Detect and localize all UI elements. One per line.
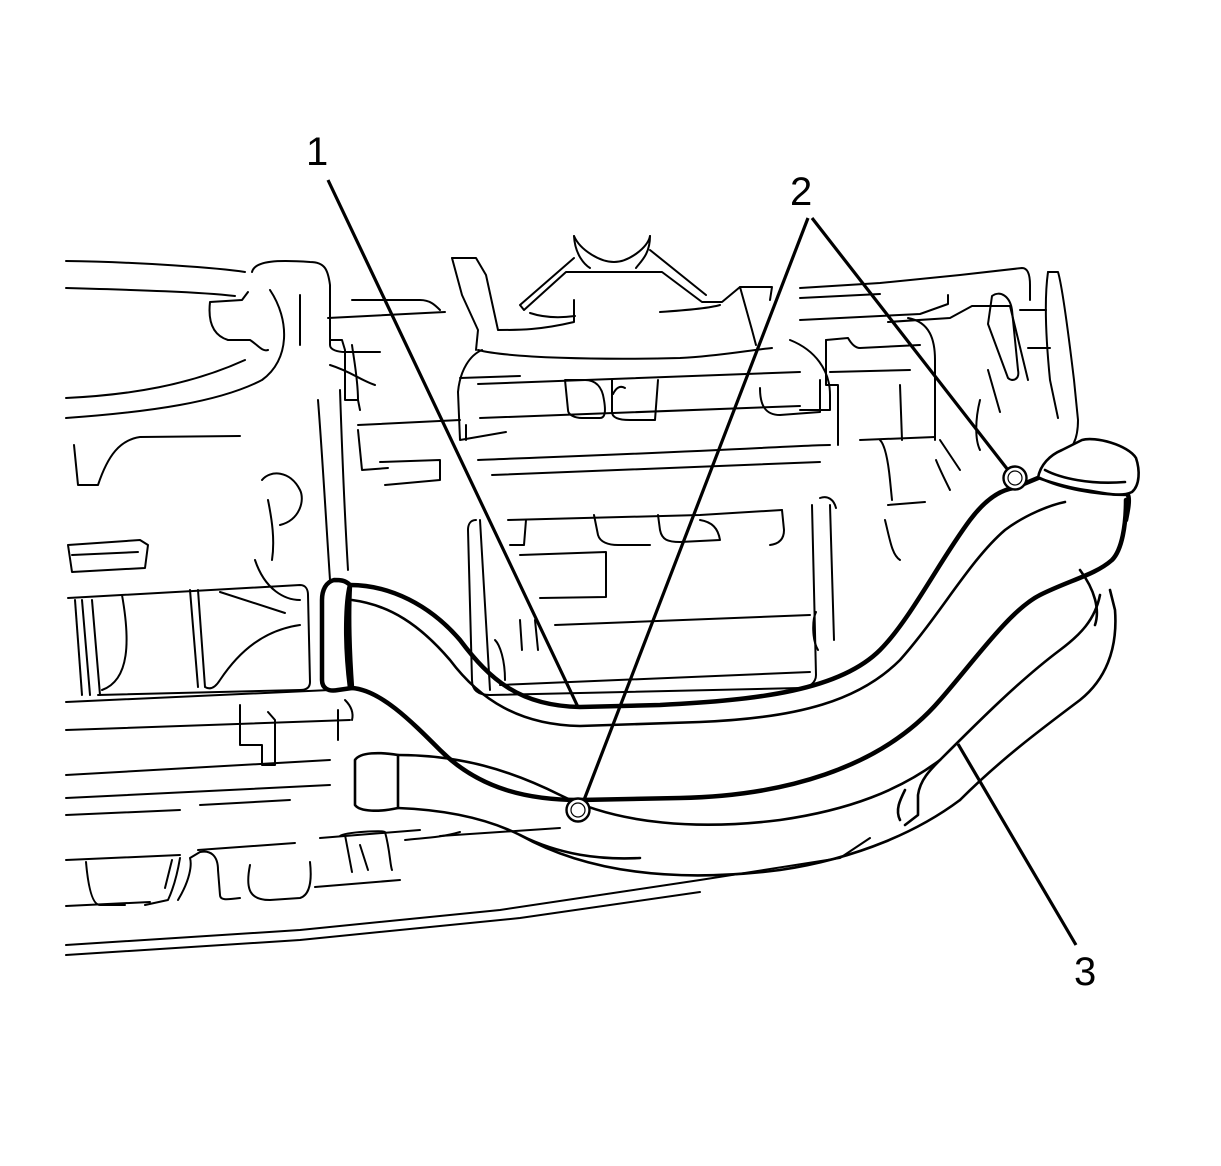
callout-label-1: 1 [306,130,329,174]
leader-line-3 [956,743,1078,946]
fastener-lower-inner [570,802,586,818]
callout-label-3: 3 [1074,950,1097,994]
leader-lines [326,179,1078,946]
fastener-lower-outer [565,797,591,823]
leader-line-2b [810,217,1010,471]
callout-label-2: 2 [790,170,813,214]
panel-structure [65,235,1079,956]
lower-duct [353,568,1117,877]
fastener-upper-inner [1007,470,1023,486]
fasteners [565,465,1028,823]
leader-line-1 [326,179,580,708]
main-duct [319,437,1140,803]
leader-line-2a [582,217,810,801]
fastener-upper-outer [1002,465,1028,491]
